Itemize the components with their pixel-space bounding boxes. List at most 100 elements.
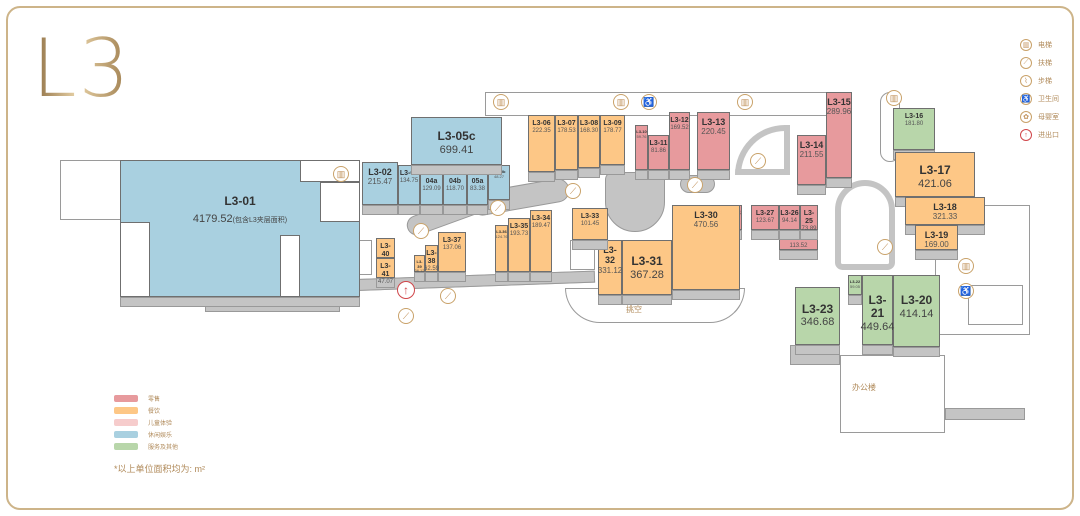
escalator-icon[interactable]: ⟋: [877, 239, 893, 255]
unit-area: 134.75: [399, 178, 419, 185]
escalator-icon[interactable]: ⟋: [687, 177, 703, 193]
unit-id: L3-02: [368, 167, 392, 177]
color-swatch: [114, 442, 138, 450]
wall: [443, 205, 467, 215]
service-room: [120, 222, 150, 297]
elevator-icon[interactable]: ▥: [737, 94, 753, 110]
unit-id: L3-26: [780, 210, 799, 217]
escalator-icon[interactable]: ⟋: [750, 153, 766, 169]
unit-id: L3-40: [380, 243, 391, 259]
elevator-icon[interactable]: ▥: [958, 258, 974, 274]
restroom-icon[interactable]: ♿: [958, 283, 974, 299]
escalator-icon[interactable]: ⟋: [413, 223, 429, 239]
wall: [600, 165, 625, 175]
unit-id: L3-39: [416, 259, 423, 269]
unit-area: 129.09: [422, 186, 441, 193]
office-label: 办公楼: [852, 383, 876, 392]
unit-area: 367.28: [630, 268, 664, 281]
legend-label: 扶梯: [1038, 60, 1052, 67]
wall: [800, 230, 818, 240]
elevator-icon[interactable]: ▥: [333, 166, 349, 182]
facility-legend-item: ♿卫生间: [1020, 90, 1059, 108]
exit-icon[interactable]: ↑: [397, 281, 415, 299]
wall: [648, 170, 669, 180]
unit-area: 470.56: [693, 220, 719, 230]
wall: [467, 205, 488, 215]
elevator-icon[interactable]: ▥: [613, 94, 629, 110]
unit-area: 168.30: [579, 128, 599, 135]
unit-l3-40[interactable]: L3-4067.62: [376, 238, 395, 265]
escalator-island: [835, 180, 895, 270]
escalator-icon[interactable]: ⟋: [398, 308, 414, 324]
unit-area: 181.80: [904, 121, 924, 128]
legend-label: 卫生间: [1038, 96, 1059, 103]
wall: [779, 230, 800, 240]
legend-label: 步梯: [1038, 78, 1052, 85]
wall: [362, 205, 398, 215]
west-block: [60, 160, 122, 220]
escalator-icon[interactable]: ⟋: [565, 183, 581, 199]
wall: [862, 345, 893, 355]
escalator-icon[interactable]: ⟋: [440, 288, 456, 304]
escalator-icon[interactable]: ⟋: [490, 200, 506, 216]
category-legend-item: 儿童体验: [114, 416, 205, 428]
unit-area: 47.07: [377, 279, 393, 286]
service-room: [320, 182, 360, 222]
unit-area: 331.12: [597, 265, 623, 275]
wall: [945, 408, 1025, 420]
nursery-icon[interactable]: ♿: [641, 94, 657, 110]
unit-area: 189.47: [531, 223, 551, 230]
unit-area: 211.55: [799, 150, 824, 160]
elevator-icon[interactable]: ▥: [886, 90, 902, 106]
atrium-void: [605, 172, 665, 232]
unit-area: 48.27: [493, 173, 504, 179]
unit-area: 414.14: [899, 307, 934, 320]
unit-area: 178.53: [557, 128, 576, 135]
unit-id: L3-14: [799, 140, 824, 150]
map-frame: [6, 6, 1074, 510]
unit-id: L3-30: [694, 210, 718, 220]
legend-label: 母婴室: [1038, 114, 1059, 121]
wall: [414, 272, 425, 282]
unit-area: 4179.52: [192, 213, 233, 226]
service-room: [968, 285, 1023, 325]
wall: [420, 205, 443, 215]
wall: [530, 272, 552, 282]
unit-id: L3-03: [399, 170, 419, 177]
elevator-icon[interactable]: ▥: [493, 94, 509, 110]
